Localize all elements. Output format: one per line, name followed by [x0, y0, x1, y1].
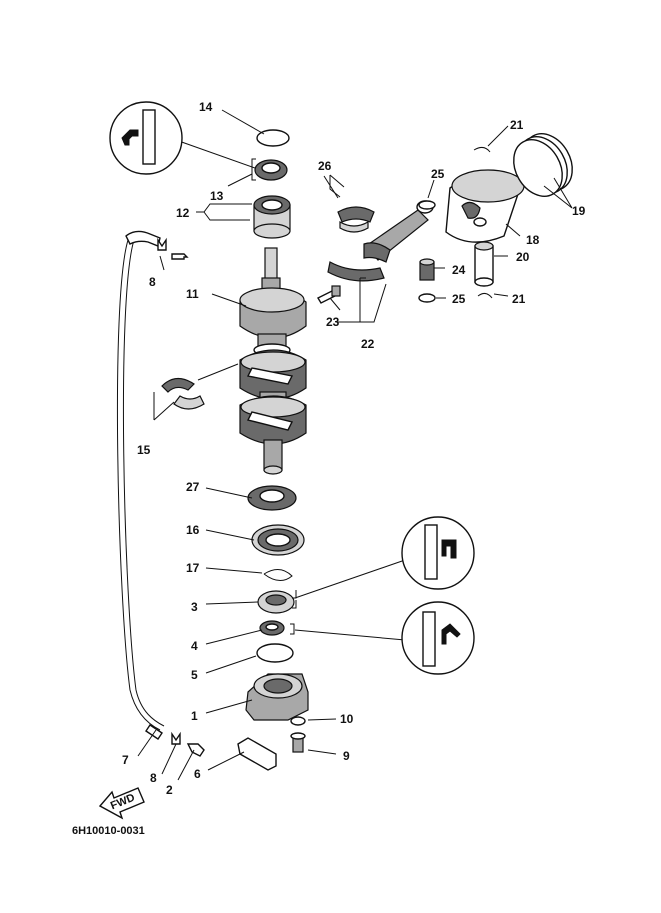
clip-21-top: [473, 146, 491, 153]
washer-25-bottom: [418, 293, 436, 303]
piston-pin-20: [474, 241, 494, 287]
grease-callout-seal2: [294, 601, 475, 675]
label-8-top: 8: [149, 275, 156, 289]
label-4: 4: [191, 639, 198, 653]
crankshaft: [239, 247, 307, 475]
label-16: 16: [186, 523, 200, 537]
oil-seal-4: [259, 620, 285, 636]
label-2: 2: [166, 783, 173, 797]
grease-callout-oilseal: [294, 516, 475, 599]
label-25-top: 25: [431, 167, 445, 181]
needle-bearing-24: [419, 258, 435, 281]
label-9: 9: [343, 749, 350, 763]
bolt-9: [290, 732, 306, 753]
oil-seal-13: [254, 159, 288, 181]
oil-seal-3: [257, 590, 295, 614]
clip-top: [157, 237, 189, 260]
housing-1: [245, 673, 309, 721]
label-5: 5: [191, 668, 198, 682]
bearing-15: [161, 377, 205, 410]
label-21-bottom: 21: [512, 292, 526, 306]
o-ring-14: [256, 129, 290, 147]
piston: [445, 169, 525, 243]
bolt-23: [317, 285, 341, 304]
label-27: 27: [186, 480, 200, 494]
label-23: 23: [326, 315, 340, 329]
label-17: 17: [186, 561, 200, 575]
part-labels: 14 13 12 8 11 15 27 16 17 3 4 5 1 7 8 2 …: [122, 100, 586, 797]
fwd-arrow: FWD: [98, 787, 145, 820]
o-ring-5: [256, 643, 294, 663]
circlip-17: [263, 569, 293, 581]
bearing-16: [251, 524, 305, 556]
label-8-bottom: 8: [150, 771, 157, 785]
bracket-6: [237, 737, 277, 771]
washer-10: [290, 716, 306, 726]
bearing-26: [337, 206, 375, 233]
label-15: 15: [137, 443, 151, 457]
label-20: 20: [516, 250, 530, 264]
label-13: 13: [210, 189, 224, 203]
label-25-bottom: 25: [452, 292, 466, 306]
label-6: 6: [194, 767, 201, 781]
label-11: 11: [186, 287, 199, 301]
grease-callout-top: [109, 101, 256, 175]
bearing-27: [247, 485, 297, 511]
label-26: 26: [318, 159, 332, 173]
drawing-code: 6H10010-0031: [72, 825, 145, 837]
label-10: 10: [340, 712, 354, 726]
label-14: 14: [199, 100, 213, 114]
label-24: 24: [452, 263, 466, 277]
label-22: 22: [361, 337, 375, 351]
clip-bottom: [171, 731, 205, 757]
label-1: 1: [191, 709, 198, 723]
label-21-top: 21: [510, 118, 524, 132]
label-3: 3: [191, 600, 198, 614]
label-12: 12: [176, 206, 190, 220]
bearing-12: [253, 195, 291, 239]
label-19: 19: [572, 204, 586, 218]
breather-hose: [116, 230, 165, 740]
connecting-rod: [327, 200, 434, 282]
washer-25-top: [418, 200, 436, 210]
label-7: 7: [122, 753, 129, 767]
clip-21-bottom: [477, 292, 493, 299]
label-18: 18: [526, 233, 540, 247]
leader-lines: [137, 109, 573, 781]
